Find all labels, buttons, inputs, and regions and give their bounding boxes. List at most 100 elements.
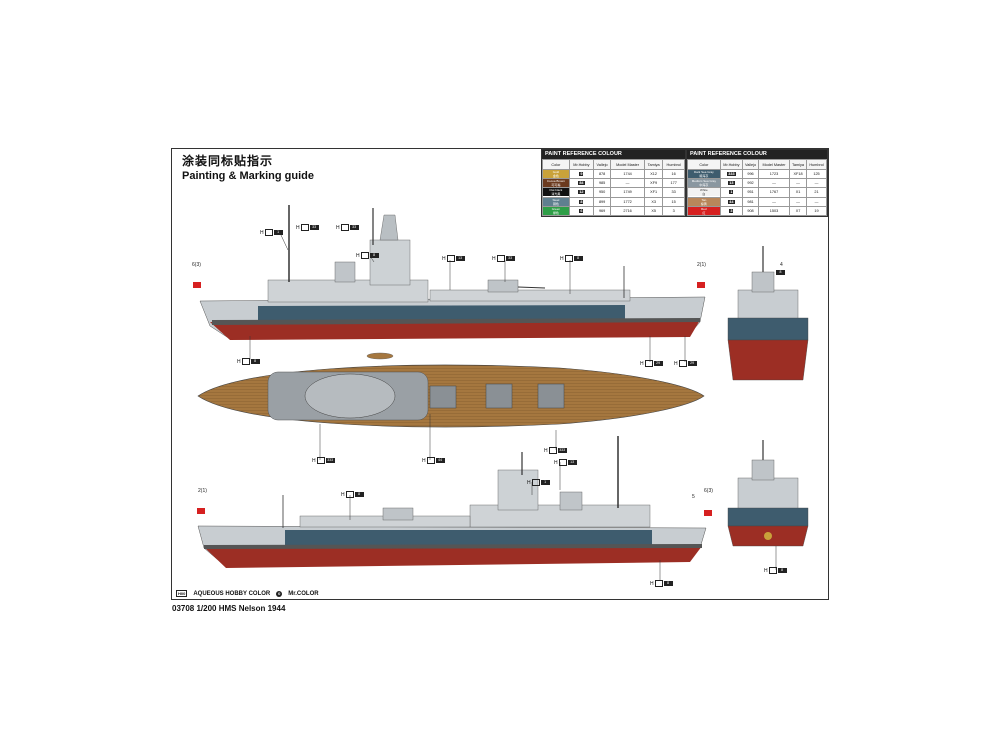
mr-hobby-swatch-icon: H00 bbox=[176, 590, 188, 597]
color-name-cn: 可可褐 bbox=[551, 183, 561, 188]
color-name-cn: 暗海灰 bbox=[699, 174, 709, 179]
title-chinese: 涂装同标贴指示 bbox=[182, 154, 274, 168]
color-name: Red bbox=[701, 206, 707, 211]
color-name: Medium Sea Gray bbox=[691, 179, 716, 184]
mr-hobby-code-value: 12 bbox=[578, 190, 585, 195]
paint-code-humbrol: 125 bbox=[806, 168, 827, 180]
mr-hobby-code: 44 bbox=[719, 196, 744, 207]
color-name-cn: 红 bbox=[702, 210, 706, 215]
paint-code-vallejo: 969 bbox=[593, 205, 612, 216]
paint-code-tamiya: XF9 bbox=[643, 178, 664, 189]
paint-code-model-master: — bbox=[757, 178, 791, 189]
mr-hobby-code-value: 9 bbox=[579, 172, 584, 177]
color-legend: H00 AQUEOUS HOBBY COLOR 0 Mr.COLOR bbox=[176, 590, 319, 597]
paint-code-humbrol: 33 bbox=[662, 187, 685, 198]
color-name: Tan bbox=[701, 197, 707, 202]
paint-code-humbrol: 19 bbox=[806, 205, 827, 216]
mr-hobby-code-value: 3 bbox=[729, 208, 734, 213]
mr-hobby-code: 13 bbox=[719, 178, 744, 189]
mr-hobby-code: 12 bbox=[568, 187, 595, 198]
paint-code-tamiya: X12 bbox=[643, 168, 664, 180]
mr-hobby-code: 1 bbox=[719, 187, 744, 198]
kit-footer: 03708 1/200 HMS Nelson 1944 bbox=[172, 604, 286, 613]
mr-hobby-code: 8 bbox=[568, 196, 595, 207]
color-name-cn: 白 bbox=[702, 192, 706, 197]
side-profile-top bbox=[193, 205, 706, 340]
paint-code-humbrol: 21 bbox=[806, 187, 827, 198]
title-english: Painting & Marking guide bbox=[182, 170, 315, 182]
mr-hobby-code: 3 bbox=[719, 205, 744, 216]
mr-hobby-code-value: 44 bbox=[728, 199, 735, 204]
paint-code-tamiya: X3 bbox=[643, 196, 664, 207]
paint-code-humbrol: 16 bbox=[662, 168, 685, 180]
paint-code-humbrol: — bbox=[806, 196, 827, 207]
legend-aqueous-label: AQUEOUS HOBBY COLOR bbox=[193, 590, 271, 597]
paint-code-model-master: 1503 bbox=[757, 205, 791, 216]
paint-code-humbrol: 177 bbox=[662, 178, 685, 189]
paint-code-humbrol: — bbox=[806, 178, 827, 189]
color-name-cn: 棕黄 bbox=[700, 201, 707, 206]
bow-view-top bbox=[727, 246, 809, 381]
decal-label: 5 bbox=[692, 494, 695, 500]
side-profile-bottom bbox=[197, 436, 712, 568]
color-name: Steel bbox=[552, 197, 560, 202]
paint-code-model-master: 1767 bbox=[757, 187, 791, 198]
color-name: Gold bbox=[552, 170, 560, 175]
mr-hobby-code: 333 bbox=[719, 168, 744, 180]
mr-hobby-code-value: 13 bbox=[728, 181, 735, 186]
color-name-cn: 中海灰 bbox=[699, 183, 709, 188]
mr-hobby-code: 9 bbox=[568, 168, 595, 180]
paint-code-model-master: — bbox=[757, 196, 791, 207]
decal-label: 6(3) bbox=[192, 262, 201, 268]
mr-hobby-code-value: 6 bbox=[579, 208, 584, 213]
paint-code-tamiya: XF1 bbox=[643, 187, 664, 198]
mr-hobby-code-value: 8 bbox=[579, 199, 584, 204]
mr-hobby-code-value: 333 bbox=[727, 172, 736, 177]
color-name: White bbox=[700, 188, 708, 193]
legend-mrcolor-label: Mr.COLOR bbox=[288, 590, 319, 597]
paint-code-vallejo: 899 bbox=[593, 196, 612, 207]
color-name-cn: 金色 bbox=[552, 174, 559, 179]
color-name: Green bbox=[551, 206, 561, 211]
paint-code-vallejo: 878 bbox=[593, 168, 612, 180]
mr-hobby-code-value: 1 bbox=[729, 190, 734, 195]
color-name-cn: 绿色 bbox=[552, 210, 559, 215]
callout-tag: 8 bbox=[776, 270, 785, 275]
color-name: Cocoa Brown bbox=[546, 179, 565, 184]
decal-label: 2(1) bbox=[198, 488, 207, 494]
paint-code-model-master: 1723 bbox=[757, 168, 791, 180]
color-name-cn: 消光黑 bbox=[551, 192, 561, 197]
deck-plan bbox=[197, 352, 705, 428]
mr-hobby-code: 6 bbox=[568, 205, 595, 216]
paint-code-vallejo: 985 bbox=[593, 178, 612, 189]
paint-table-heading: PAINT REFERENCE COLOUR bbox=[687, 150, 827, 159]
decal-label: 4 bbox=[780, 262, 783, 268]
